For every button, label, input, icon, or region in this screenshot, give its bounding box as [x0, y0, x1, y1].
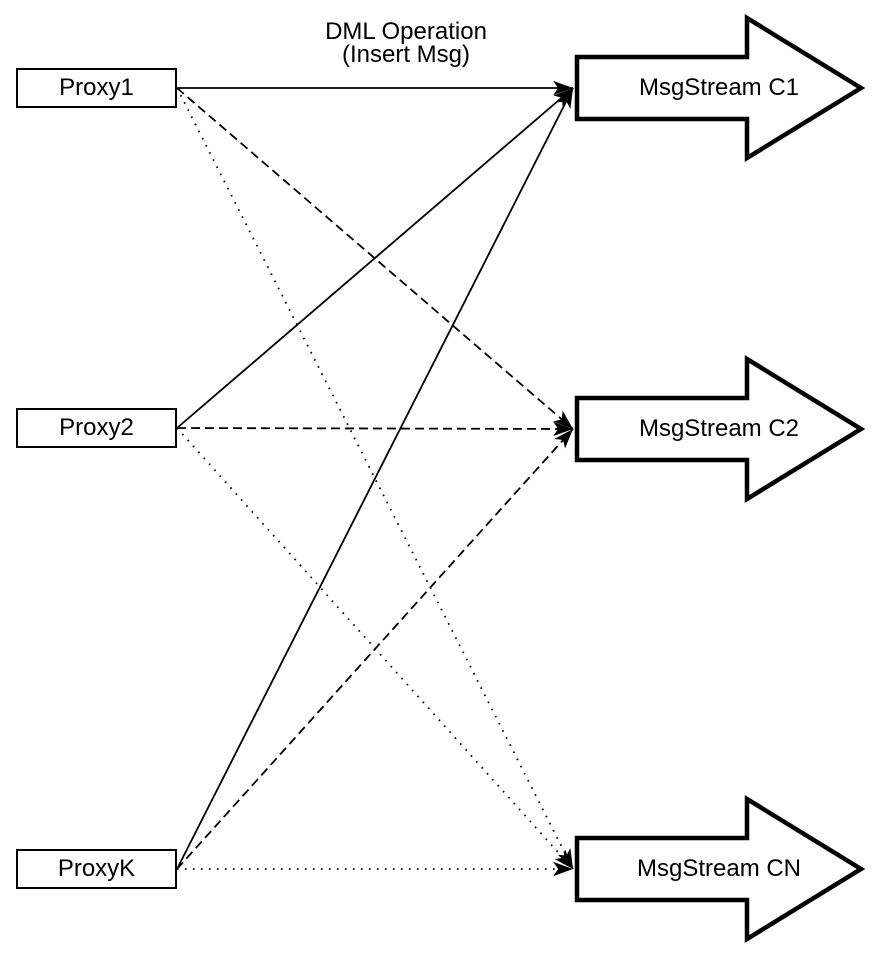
dml-operation-label-line1: DML Operation [325, 18, 487, 45]
edges-group [176, 80, 574, 877]
msgstream-cn-label-text: MsgStream CN [636, 855, 802, 882]
msgstream-c1-label: MsgStream C1 [577, 74, 861, 102]
msgstream-cn-label: MsgStream CN [577, 855, 861, 883]
edge-proxy2-to-cn [176, 427, 574, 870]
msgstream-c2-label: MsgStream C2 [577, 415, 861, 443]
msgstream-c2-arrow-shape [574, 354, 866, 504]
proxy2-label: Proxy2 [59, 414, 134, 441]
msgstream-cn-arrow-shape [574, 794, 866, 944]
dml-operation-label: DML Operation (Insert Msg) [281, 18, 531, 68]
edge-proxy2-to-c2 [176, 421, 574, 437]
dml-operation-label-line2: (Insert Msg) [341, 41, 470, 68]
msgstream-c2-label-text: MsgStream C2 [638, 415, 800, 442]
proxy2-node: Proxy2 [16, 408, 177, 448]
edge-proxy1-to-c2 [176, 87, 574, 430]
proxy1-label: Proxy1 [59, 74, 134, 101]
msgstream-c1-label-text: MsgStream C1 [638, 74, 800, 101]
proxyK-node: ProxyK [16, 849, 177, 889]
edge-proxyK-to-c1 [176, 87, 574, 870]
proxy1-node: Proxy1 [16, 68, 177, 108]
proxyK-label: ProxyK [57, 855, 136, 882]
msgstream-c1-arrow-shape [574, 13, 866, 163]
